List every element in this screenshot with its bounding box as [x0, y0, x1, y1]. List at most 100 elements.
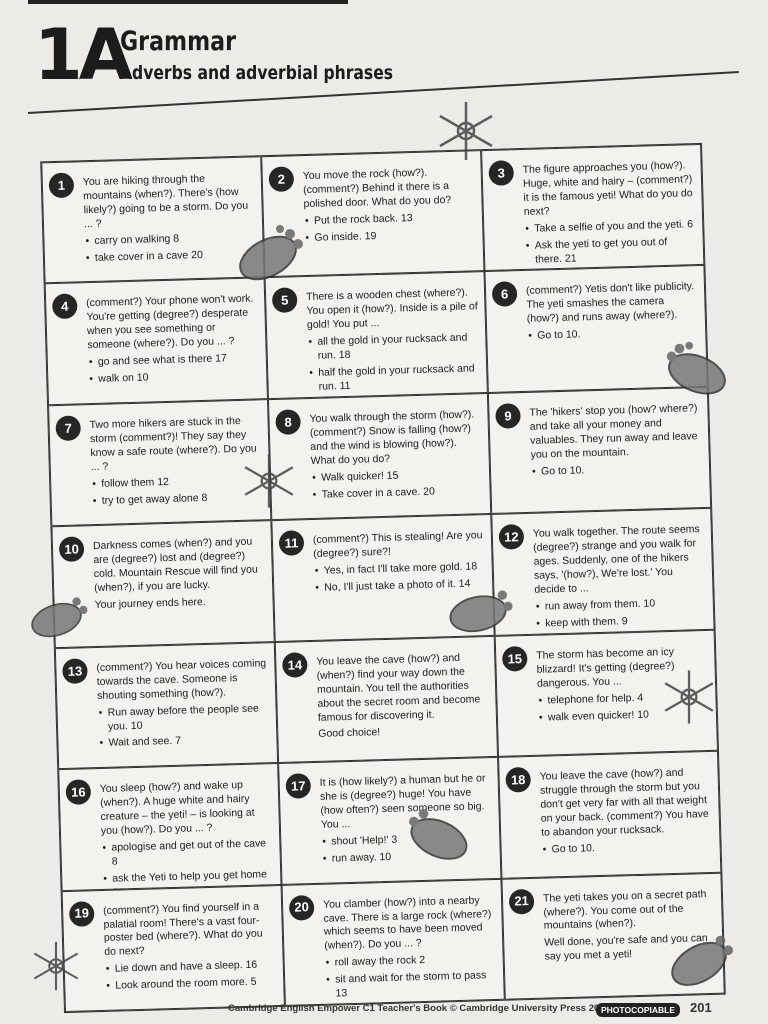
cell-number-badge: 6 [491, 281, 518, 308]
cell-ending-text: Good choice! [318, 726, 381, 741]
snowflake-icon [664, 670, 714, 724]
cell-number-badge: 1 [48, 172, 75, 199]
cell-number-badge: 15 [501, 645, 528, 672]
option-item: run away from them. 10 [545, 596, 707, 614]
cell-number-badge: 16 [65, 779, 92, 806]
cell-ending-text: Your journey ends here. [94, 596, 206, 612]
cell-number-badge: 21 [508, 888, 535, 915]
cell-number-badge: 14 [282, 651, 308, 678]
option-list: apologise and get out of the cave 8ask t… [101, 837, 275, 890]
cell-number-badge: 19 [68, 900, 95, 927]
option-list: Go to 10. [531, 461, 703, 480]
option-list: Take a selfie of you and the yeti. 6Ask … [524, 218, 697, 268]
cell-number-badge: 5 [271, 287, 298, 314]
page-title: Grammar [120, 26, 237, 57]
cell-text: You walk together. The route seems (degr… [532, 523, 700, 596]
option-list: all the gold in your rucksack and run. 1… [307, 332, 481, 396]
cell-text: You clamber (how?) into a nearby cave. T… [322, 893, 492, 953]
unit-number: 1A [34, 14, 133, 96]
cell-number-badge: 11 [278, 530, 305, 557]
option-item: half the gold in your rucksack and run. … [318, 362, 481, 394]
option-item: walk on 10 [98, 369, 260, 387]
cell-number-badge: 20 [288, 894, 315, 921]
option-list: Go to 10. [541, 839, 713, 858]
footprint-icon [409, 808, 468, 860]
cell-number-badge: 12 [498, 524, 525, 551]
story-cell: 16 You sleep (how?) and wake up (when?). … [58, 763, 282, 891]
cell-text: (comment?) You hear voices coming toward… [96, 657, 267, 702]
option-list: go and see what is there 17walk on 10 [88, 352, 261, 388]
cell-text: The figure approaches you (how?). Huge, … [522, 159, 693, 218]
cell-number-badge: 9 [495, 402, 521, 429]
option-item: Put the rock back. 13 [314, 210, 476, 228]
option-item: Take a selfie of you and the yeti. 6 [534, 218, 696, 236]
option-list: roll away the rock 2sit and wait for the… [325, 952, 498, 1002]
footprint-icon [671, 935, 734, 986]
story-cell: 19 (comment?) You find yourself in a pala… [61, 884, 285, 1013]
option-item: go and see what is there 17 [98, 352, 260, 370]
option-item: Go to 10. [541, 461, 703, 479]
option-item: sit and wait for the storm to pass 13 [335, 969, 498, 1001]
option-item: roll away the rock 2 [335, 952, 497, 970]
story-cell: 3 The figure approaches you (how?). Huge,… [481, 143, 705, 272]
footprint-icon [31, 597, 88, 638]
cell-text: The 'hikers' stop you (how? where?) and … [529, 402, 698, 461]
option-item: Go to 10. [551, 839, 713, 857]
option-item: Run away before the people see you. 10 [107, 702, 270, 734]
cell-text: (comment?) Yetis don't like publicity. T… [525, 280, 695, 326]
photocopiable-badge: PHOTOCOPIABLE [596, 1003, 680, 1017]
option-item: Go inside. 19 [314, 227, 476, 245]
cell-text: You leave the cave (how?) and (when?) fi… [316, 651, 481, 724]
option-list: run away from them. 10keep with them. 9 [535, 596, 708, 632]
cell-text: You sleep (how?) and wake up (when?). A … [99, 779, 255, 837]
story-cell: 9 The 'hikers' stop you (how? where?) and… [487, 386, 712, 515]
option-item: apologise and get out of the cave 8 [111, 837, 274, 869]
cell-number-badge: 4 [51, 293, 78, 320]
option-list: Run away before the people see you. 10Wa… [97, 702, 270, 752]
page-number: 201 [690, 1000, 712, 1015]
cell-text: You walk through the storm (how?). (comm… [309, 408, 475, 467]
cell-number-badge: 17 [285, 773, 312, 799]
cell-text: (comment?) You find yourself in a palati… [103, 900, 263, 959]
cell-text: (comment?) Your phone won't work. You're… [86, 292, 254, 352]
cell-number-badge: 8 [275, 409, 301, 435]
option-list: Lie down and have a sleep. 16Look around… [105, 958, 278, 994]
snowflake-icon [439, 102, 493, 160]
cell-number-badge: 7 [55, 415, 82, 441]
option-item: Yes, in fact I'll take more gold. 18 [324, 560, 486, 578]
cell-text: You move the rock (how?). (comment?) Beh… [302, 166, 452, 210]
snowflake-icon [33, 941, 79, 991]
footprint-icon [239, 225, 303, 281]
story-cell: 12 You walk together. The route seems (de… [491, 508, 715, 636]
cell-text: There is a wooden chest (where?). You op… [305, 286, 478, 332]
footprint-icon [449, 590, 513, 633]
cell-number-badge: 18 [505, 767, 532, 793]
cell-text: You are hiking through the mountains (wh… [82, 172, 249, 231]
footer-credit: Cambridge English Empower C1 Teacher's B… [228, 1003, 610, 1014]
option-item: keep with them. 9 [545, 613, 707, 631]
top-rule [28, 0, 348, 4]
cell-number-badge: 2 [268, 166, 295, 193]
story-cell: 5 There is a wooden chest (where?). You o… [264, 271, 488, 399]
story-cell: 20 You clamber (how?) into a nearby cave.… [281, 878, 505, 1006]
option-list: Put the rock back. 13Go inside. 19 [304, 210, 477, 246]
option-list: Walk quicker! 15Take cover in a cave. 20 [311, 467, 484, 503]
option-item: Lie down and have a sleep. 16 [115, 958, 277, 976]
option-item: Wait and see. 7 [108, 733, 270, 751]
cell-text: Darkness comes (when?) and you are (degr… [92, 535, 258, 595]
story-cell: 14 You leave the cave (how?) and (when?) … [274, 635, 499, 764]
cell-number-badge: 10 [58, 536, 85, 563]
option-item: Look around the room more. 5 [115, 975, 277, 993]
option-item: Take cover in a cave. 20 [321, 484, 483, 502]
option-item: Ask the yeti to get you out of there. 21 [535, 235, 698, 267]
story-cell: 4 (comment?) Your phone won't work. You'r… [44, 277, 268, 406]
cell-number-badge: 3 [488, 160, 515, 186]
cell-number-badge: 13 [62, 657, 88, 684]
option-item: all the gold in your rucksack and run. 1… [317, 332, 480, 364]
story-cell: 13 (comment?) You hear voices coming towa… [54, 641, 279, 770]
page-subtitle: Adverbs and adverbial phrases [120, 62, 394, 84]
snowflake-icon [244, 454, 294, 508]
story-grid: 1 You are hiking through the mountains (w… [40, 142, 726, 1014]
option-item: Walk quicker! 15 [321, 467, 483, 485]
